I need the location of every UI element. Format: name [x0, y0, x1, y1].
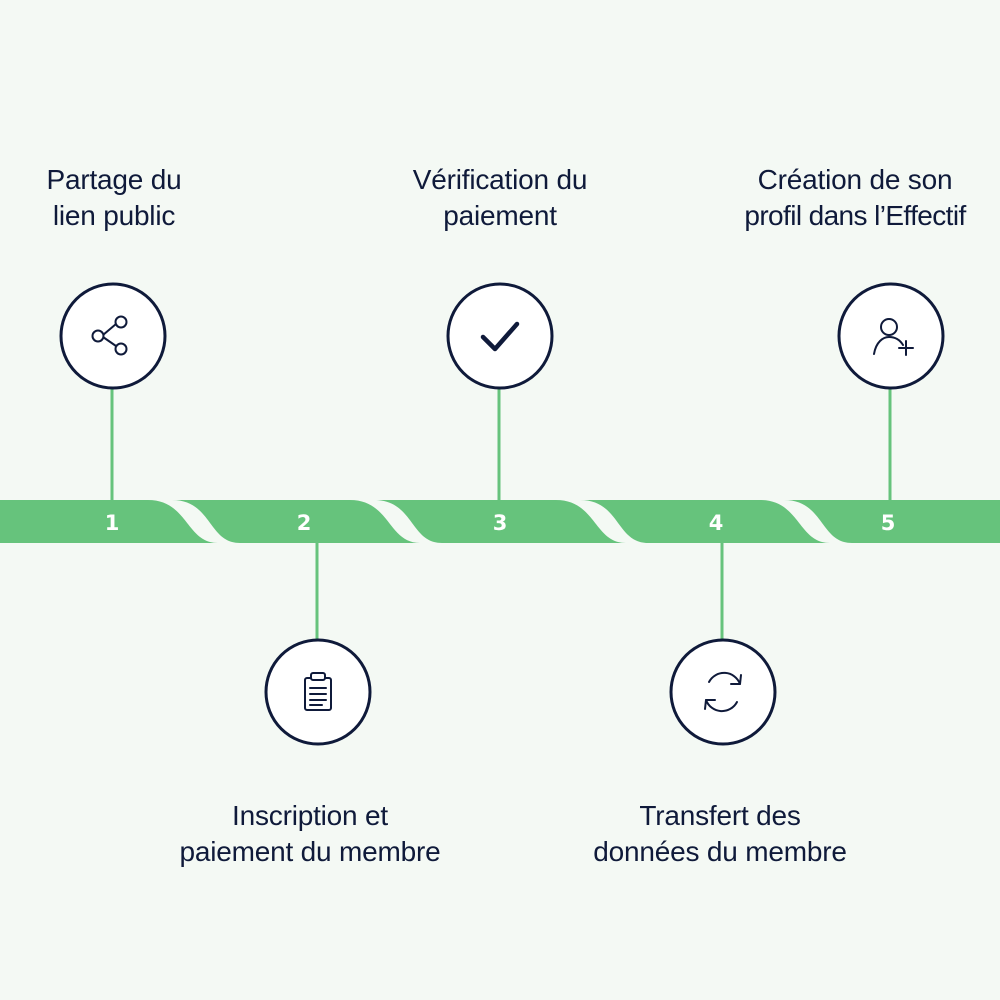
step-number-1: 1	[105, 511, 120, 535]
step-label-5-line2: profil dans l’Effectif	[744, 200, 966, 231]
step-circle-1	[59, 282, 167, 390]
step-label-4-line1: Transfert des	[639, 800, 801, 831]
step-label-5: Création de son profil dans l’Effectif	[712, 162, 998, 234]
step-label-2: Inscription et paiement du membre	[150, 798, 470, 870]
step-circle-2	[264, 638, 372, 746]
step-number-5: 5	[881, 511, 896, 535]
sync-icon	[704, 671, 742, 713]
step-label-4: Transfert des données du membre	[560, 798, 880, 870]
step-label-2-line1: Inscription et	[232, 800, 388, 831]
step-number-2: 2	[297, 511, 312, 535]
step-label-2-line2: paiement du membre	[179, 836, 441, 867]
step-label-5-line1: Création de son	[757, 164, 953, 195]
step-number-3: 3	[493, 511, 508, 535]
step-label-3-line1: Vérification du	[412, 164, 588, 195]
user-add-icon	[873, 318, 914, 356]
band-segment-1	[0, 500, 218, 543]
band-segment-2	[172, 500, 420, 543]
band-segment-4	[580, 500, 830, 543]
band-segment-5	[784, 500, 1000, 543]
step-circle-4	[669, 638, 777, 746]
step-label-3: Vérification du paiement	[370, 162, 630, 234]
step-circle-5	[837, 282, 945, 390]
clipboard-icon	[304, 672, 332, 711]
band-segment-3	[374, 500, 626, 543]
step-number-4: 4	[709, 511, 724, 535]
step-label-1-line1: Partage du	[46, 164, 182, 195]
step-label-4-line2: données du membre	[593, 836, 847, 867]
check-icon	[480, 321, 520, 352]
step-label-1-line2: lien public	[52, 200, 176, 231]
share-icon	[91, 315, 128, 356]
step-label-3-line2: paiement	[443, 200, 557, 231]
step-label-1: Partage du lien public	[24, 162, 204, 234]
step-circle-3	[446, 282, 554, 390]
